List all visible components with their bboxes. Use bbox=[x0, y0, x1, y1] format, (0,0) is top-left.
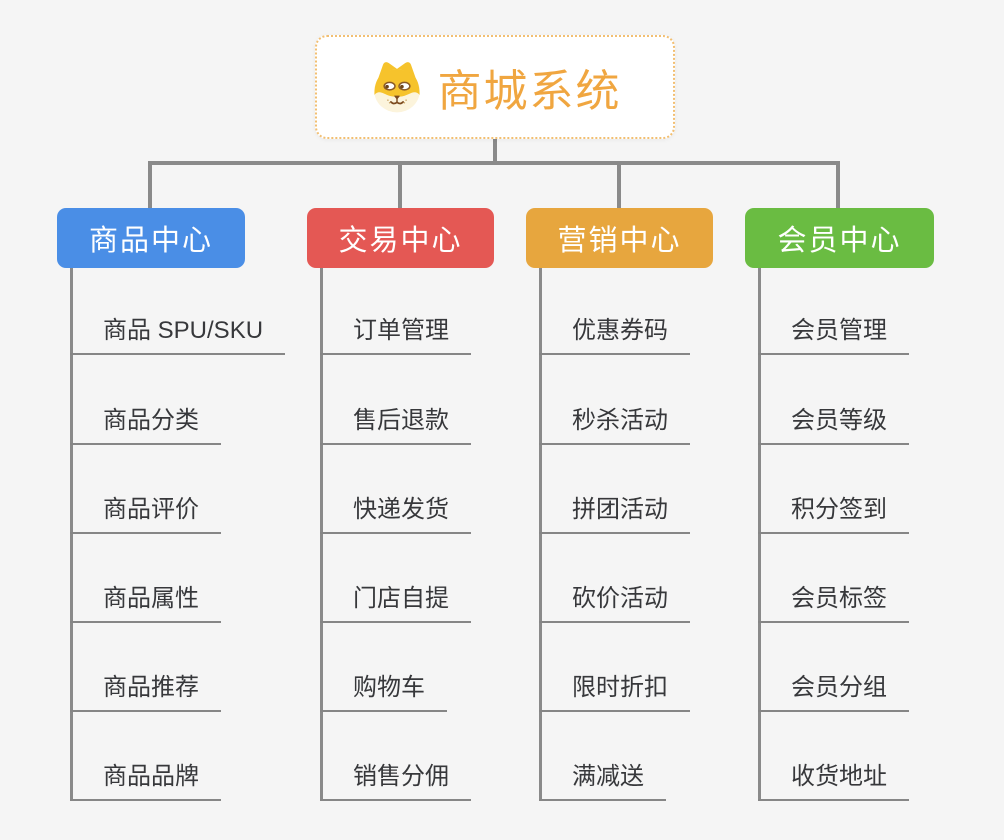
leaf-node[interactable]: 订单管理 bbox=[320, 311, 471, 355]
branch-node-trade-center[interactable]: 交易中心 bbox=[307, 208, 494, 268]
connector-bus bbox=[148, 161, 840, 165]
connector-trunk-trade bbox=[320, 268, 323, 800]
connector-drop-member bbox=[836, 161, 840, 209]
leaf-node[interactable]: 满减送 bbox=[539, 757, 666, 801]
leaf-node[interactable]: 售后退款 bbox=[320, 401, 471, 445]
root-node[interactable]: 商城系统 bbox=[315, 35, 675, 139]
connector-trunk-product bbox=[70, 268, 73, 800]
leaf-node[interactable]: 优惠券码 bbox=[539, 311, 690, 355]
leaf-node[interactable]: 商品品牌 bbox=[70, 757, 221, 801]
leaf-node[interactable]: 积分签到 bbox=[758, 490, 909, 534]
branch-node-marketing-center[interactable]: 营销中心 bbox=[526, 208, 713, 268]
leaf-node[interactable]: 商品推荐 bbox=[70, 668, 221, 712]
leaf-node[interactable]: 商品评价 bbox=[70, 490, 221, 534]
connector-drop-product bbox=[148, 161, 152, 209]
root-title: 商城系统 bbox=[437, 67, 622, 116]
connector-drop-trade bbox=[398, 161, 402, 209]
leaf-node[interactable]: 收货地址 bbox=[758, 757, 909, 801]
leaf-node[interactable]: 商品属性 bbox=[70, 579, 221, 623]
connector-drop-marketing bbox=[617, 161, 621, 209]
leaf-node[interactable]: 砍价活动 bbox=[539, 579, 690, 623]
connector-root-trunk bbox=[493, 138, 497, 164]
branch-node-product-center[interactable]: 商品中心 bbox=[57, 208, 245, 268]
branch-node-member-center[interactable]: 会员中心 bbox=[745, 208, 934, 268]
dog-face-icon bbox=[373, 62, 420, 113]
leaf-node[interactable]: 门店自提 bbox=[320, 579, 471, 623]
leaf-node[interactable]: 秒杀活动 bbox=[539, 401, 690, 445]
leaf-node[interactable]: 会员等级 bbox=[758, 401, 909, 445]
leaf-node[interactable]: 拼团活动 bbox=[539, 490, 690, 534]
leaf-node[interactable]: 商品 SPU/SKU bbox=[70, 311, 286, 355]
connector-trunk-member bbox=[758, 268, 761, 800]
leaf-node[interactable]: 销售分佣 bbox=[320, 757, 471, 801]
leaf-node[interactable]: 购物车 bbox=[320, 668, 447, 712]
leaf-node[interactable]: 商品分类 bbox=[70, 401, 221, 445]
connector-trunk-marketing bbox=[539, 268, 542, 800]
leaf-node[interactable]: 会员管理 bbox=[758, 311, 909, 355]
leaf-node[interactable]: 会员标签 bbox=[758, 579, 909, 623]
leaf-node[interactable]: 限时折扣 bbox=[539, 668, 690, 712]
leaf-node[interactable]: 快递发货 bbox=[320, 490, 471, 534]
leaf-node[interactable]: 会员分组 bbox=[758, 668, 909, 712]
